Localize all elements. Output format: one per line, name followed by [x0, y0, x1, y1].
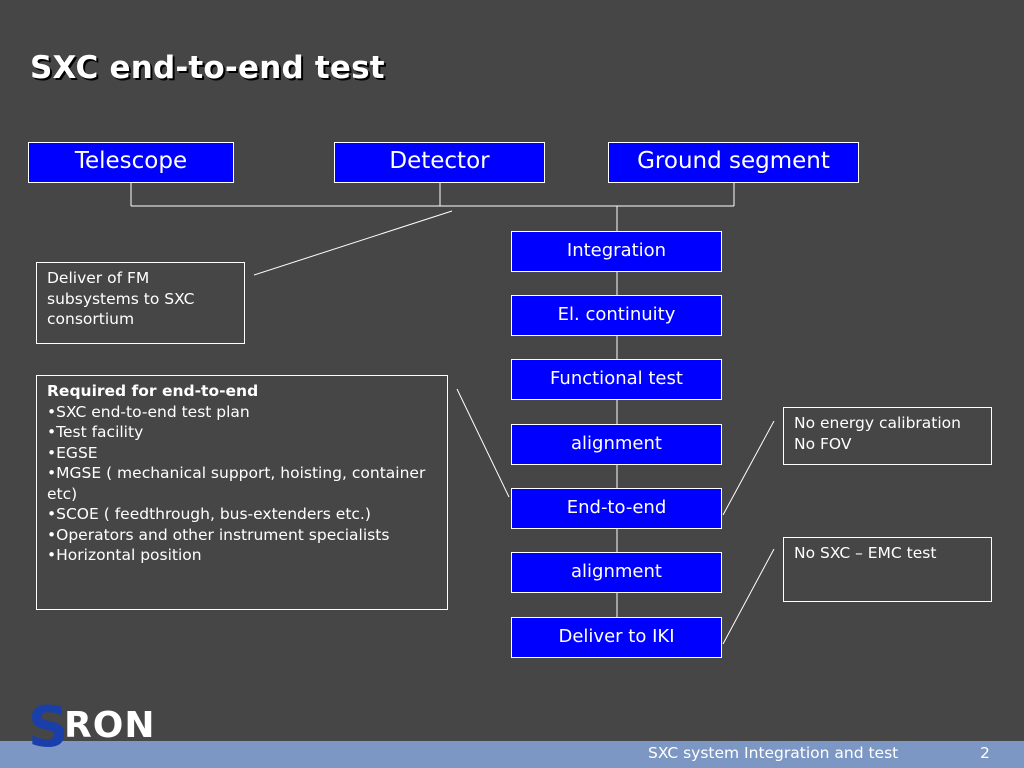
callout-required	[456, 388, 510, 498]
footer-bar	[0, 741, 1024, 768]
logo-letters-ron: RON	[64, 705, 156, 746]
note-deliver-fm: Deliver of FM subsystems to SXC consorti…	[36, 262, 245, 344]
note-no-calibration: No energy calibration No FOV	[783, 407, 992, 465]
note-required-item: •Horizontal position	[47, 546, 202, 564]
note-no-energy-calibration: No energy calibration	[794, 414, 961, 432]
note-required-item: •SXC end-to-end test plan	[47, 402, 250, 421]
callout-deliver	[253, 210, 453, 276]
ground-segment-box: Ground segment	[608, 142, 859, 183]
step-alignment-1: alignment	[511, 424, 722, 465]
note-deliver-text: Deliver of FM subsystems to SXC consorti…	[47, 269, 195, 328]
step-functional-test: Functional test	[511, 359, 722, 400]
page-number: 2	[980, 744, 990, 762]
step-alignment-2: alignment	[511, 552, 722, 593]
note-no-emc-text: No SXC – EMC test	[794, 544, 937, 562]
slide-title: SXC end-to-end test	[30, 50, 385, 86]
step-end-to-end: End-to-end	[511, 488, 722, 529]
logo-letter-s: S	[28, 695, 69, 760]
note-no-emc: No SXC – EMC test	[783, 537, 992, 602]
telescope-box: Telescope	[28, 142, 234, 183]
note-required-item: •EGSE	[47, 443, 98, 462]
step-integration: Integration	[511, 231, 722, 272]
note-required-heading: Required for end-to-end	[47, 382, 259, 400]
note-required-for-end-to-end: Required for end-to-end •SXC end-to-end …	[36, 375, 448, 610]
note-no-fov: No FOV	[794, 434, 852, 453]
note-required-item: •Operators and other instrument speciali…	[47, 525, 390, 544]
footer-title: SXC system Integration and test	[648, 744, 899, 762]
note-required-item: •MGSE ( mechanical support, hoisting, co…	[47, 464, 426, 503]
callout-no-calibration	[722, 420, 775, 516]
note-required-item: •SCOE ( feedthrough, bus-extenders etc.)	[47, 505, 371, 523]
step-el-continuity: El. continuity	[511, 295, 722, 336]
detector-box: Detector	[334, 142, 545, 183]
step-deliver-to-iki: Deliver to IKI	[511, 617, 722, 658]
note-required-item: •Test facility	[47, 423, 144, 441]
callout-no-emc	[722, 548, 775, 645]
sron-logo: S RON	[28, 700, 158, 756]
